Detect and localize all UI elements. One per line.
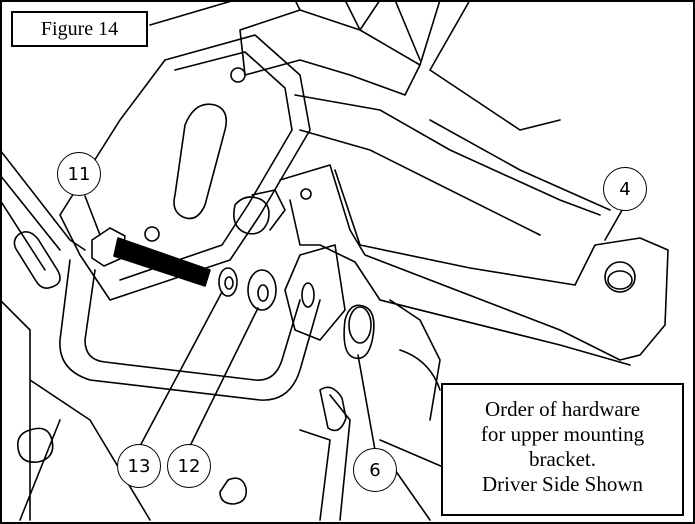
callout-12: 12 xyxy=(167,444,211,488)
callout-6: 6 xyxy=(353,448,397,492)
plate-hole-small xyxy=(144,226,160,242)
frame-slot-left xyxy=(13,231,61,289)
washer-12 xyxy=(247,269,277,311)
top-bracket xyxy=(239,0,441,96)
plate-inner xyxy=(119,51,293,281)
leader-12 xyxy=(189,307,259,447)
channel xyxy=(294,94,611,236)
bolt-shank xyxy=(113,237,211,287)
tab-slot xyxy=(301,282,315,308)
note-line-2: for upper mounting xyxy=(480,422,645,446)
washer-13-hole xyxy=(224,276,234,290)
callout-13: 13 xyxy=(117,444,161,488)
top-bracket-tube xyxy=(344,0,561,131)
note-line-4: Driver Side Shown xyxy=(482,472,643,496)
washer-12-hole xyxy=(257,284,269,302)
callout-4: 4 xyxy=(603,167,647,211)
note-line-3: bracket. xyxy=(528,447,597,471)
lower-hole xyxy=(219,477,248,505)
spacer-6-end xyxy=(348,306,372,344)
leader-6 xyxy=(357,354,376,451)
washer-13 xyxy=(218,267,238,297)
figure-label: Figure 14 xyxy=(11,11,148,47)
bracket-bolt-head xyxy=(300,188,312,200)
mounting-bracket xyxy=(279,164,669,366)
frame-rail-left xyxy=(0,149,86,271)
plate-slot xyxy=(173,103,228,220)
bracket-tab xyxy=(284,244,346,341)
bracket-hole xyxy=(604,261,636,293)
leader-13 xyxy=(139,291,223,447)
nut-upper-body xyxy=(251,189,286,231)
note-line-1: Order of hardware xyxy=(484,397,641,421)
leader-11 xyxy=(84,195,101,236)
lower-arm xyxy=(319,386,347,432)
frame-lower xyxy=(0,299,151,521)
spacer-6 xyxy=(343,304,375,360)
bracket-hole-inner xyxy=(607,270,633,290)
callout-11: 11 xyxy=(57,152,101,196)
lower-right-part xyxy=(299,299,451,521)
hardware-note: Order of hardware for upper mounting bra… xyxy=(441,383,684,516)
frame-lower-hole xyxy=(16,427,54,464)
nut-upper xyxy=(233,196,270,235)
